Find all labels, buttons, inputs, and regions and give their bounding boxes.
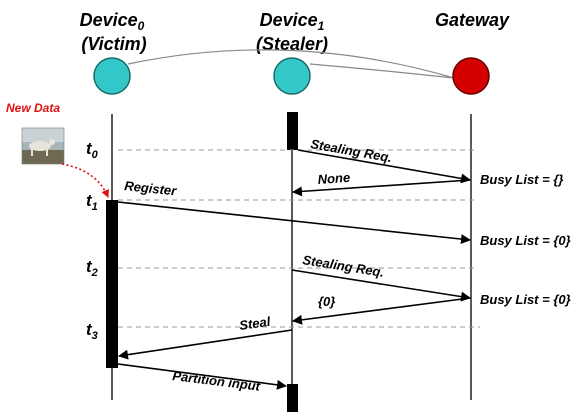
stealer-device-name: Device1 (260, 10, 325, 33)
victim-gateway-connector (127, 49, 455, 79)
register-label: Register (124, 178, 178, 198)
victim-node (93, 57, 131, 95)
stealing-req-1-label: Stealing Req. (309, 136, 393, 165)
time-label-t3: t3 (86, 320, 98, 342)
victim-device-name: Device0 (80, 10, 145, 33)
new-data-arrow (61, 163, 109, 198)
stealing-req-2-label: Stealing Req. (302, 252, 386, 280)
busy-list-label-3: Busy List = {0} (480, 292, 571, 307)
stealer-gateway-connector (309, 63, 455, 79)
new-data-thumbnail-image (21, 127, 65, 165)
busy-list-label-2: Busy List = {0} (480, 233, 571, 248)
time-label-t0: t0 (86, 139, 99, 161)
register-arrow (117, 201, 471, 245)
stealer-role-label: (Stealer) (256, 34, 328, 54)
victim-activation-bar (106, 200, 118, 368)
time-label-t1: t1 (86, 191, 98, 213)
stealing-req-1-arrow (297, 149, 471, 184)
none-label: None (317, 170, 350, 187)
zero-response-arrow (292, 297, 471, 325)
stealer-node (273, 57, 311, 95)
none-arrow (292, 179, 471, 197)
partition-input-arrow (117, 363, 287, 390)
gateway-node (452, 57, 490, 95)
victim-role-label: (Victim) (81, 34, 146, 54)
time-label-t2: t2 (86, 257, 98, 279)
stealer-activation-bar-2 (287, 384, 298, 412)
busy-list-label-1: Busy List = {} (480, 172, 563, 187)
stealing-req-2-arrow (291, 269, 471, 302)
steal-arrow (118, 329, 293, 360)
stealer-activation-bar-1 (287, 112, 298, 150)
zero-response-label: {0} (318, 294, 335, 309)
gateway-name: Gateway (435, 10, 510, 30)
partition-input-label: Partition input (172, 368, 262, 394)
new-data-label: New Data (6, 101, 60, 115)
steal-label: Steal (238, 314, 271, 333)
